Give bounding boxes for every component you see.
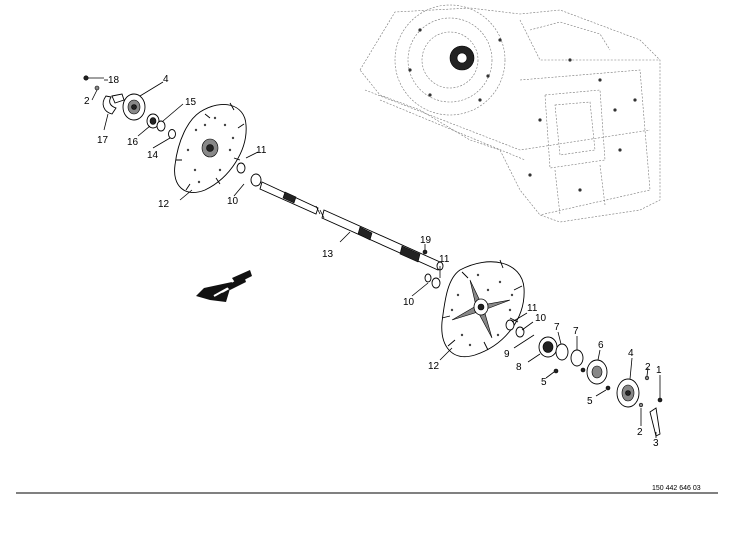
upper-left-hardware [83,75,184,149]
right-shaft-rings [411,266,441,297]
callout-14: 14 [147,150,159,161]
callout-12: 12 [158,199,170,210]
shaft [233,151,444,271]
left-disc [174,102,247,201]
callout-7: 7 [554,322,560,333]
callout-6: 6 [598,340,604,351]
callout-4: 4 [628,348,634,359]
callout-11: 11 [256,145,267,156]
callout-10: 10 [535,313,547,324]
callout-2: 2 [84,96,90,107]
callout-4: 4 [163,74,169,85]
callout-7: 7 [573,326,579,337]
callout-17: 17 [97,135,109,146]
machine-housing [359,4,661,223]
callouts: 18 2 4 15 16 17 14 11 10 12 13 19 11 10 … [84,74,662,449]
callout-5: 5 [541,377,547,388]
callout-11: 11 [439,254,450,265]
callout-1: 1 [656,365,662,376]
callout-5: 5 [587,396,593,407]
callout-10: 10 [227,196,239,207]
callout-2: 2 [645,362,651,373]
callout-18: 18 [108,75,120,86]
right-disc [439,259,525,361]
callout-13: 13 [322,249,334,260]
callout-15: 15 [185,97,197,108]
callout-19: 19 [420,235,432,246]
callout-9: 9 [504,349,510,360]
callout-3: 3 [653,438,659,449]
callout-16: 16 [127,137,139,148]
right-bearing-group [505,312,663,438]
callout-2: 2 [637,427,643,438]
drawing-reference: 150 442 646 03 [652,485,701,492]
callout-11: 11 [527,303,538,314]
direction-arrow-icon [196,270,252,302]
callout-12: 12 [428,361,440,372]
callout-10: 10 [403,297,415,308]
callout-8: 8 [516,362,522,373]
